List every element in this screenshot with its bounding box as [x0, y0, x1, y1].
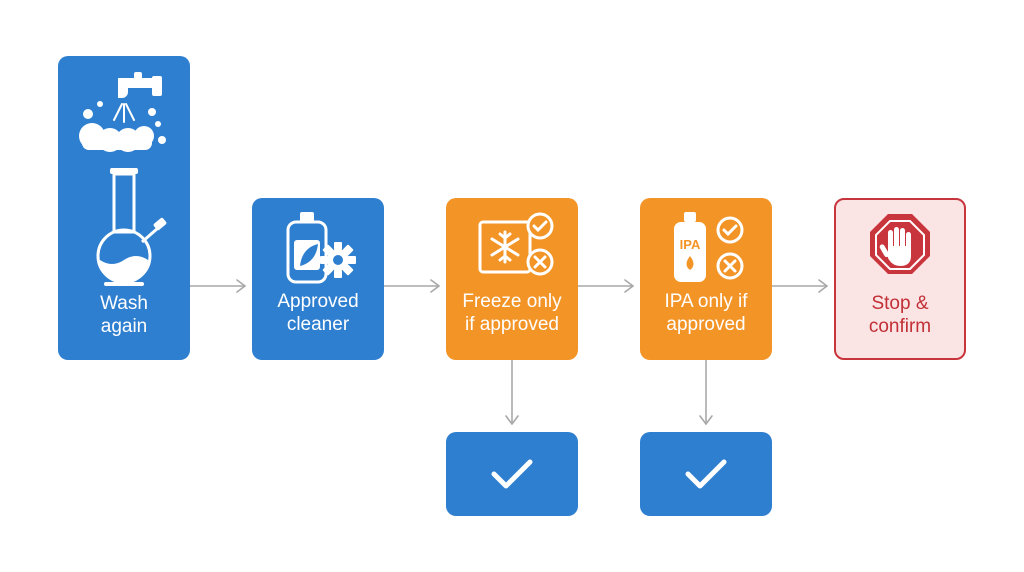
- step-label: Approved cleaner: [252, 290, 384, 336]
- check-circle-icon: [526, 212, 554, 240]
- step-label: IPA only if approved: [640, 290, 772, 336]
- stop-hand-icon: [870, 214, 930, 274]
- step-label: Stop & confirm: [836, 292, 964, 338]
- arrow-freeze-to-ipa: [577, 279, 634, 293]
- outcome-freeze-approved: [446, 432, 578, 516]
- label-line: Freeze only: [462, 291, 562, 312]
- arrow-ipa-down: [699, 359, 713, 425]
- droplet-icon: [686, 256, 694, 270]
- outcome-ipa-approved: [640, 432, 772, 516]
- snowflake-icon: [490, 230, 520, 264]
- label-line: again: [100, 316, 148, 337]
- wash-illustration: [79, 72, 167, 286]
- checkmark-icon: [685, 459, 727, 489]
- cleaner-bottle-icon: [286, 212, 328, 284]
- step-ipa: IPA IPA only if approved: [640, 198, 772, 360]
- arrow-ipa-to-stop: [771, 279, 828, 293]
- step-stop-confirm: Stop & confirm: [834, 198, 966, 360]
- ipa-illustration: IPA: [674, 212, 744, 282]
- step-wash-again: Wash again: [58, 56, 190, 360]
- step-label: Freeze only if approved: [446, 290, 578, 336]
- x-circle-icon: [716, 252, 744, 280]
- freezer-frame: [478, 220, 532, 274]
- gear-icon: [320, 242, 356, 278]
- arrow-freeze-down: [505, 359, 519, 425]
- step-approved-cleaner: Approved cleaner: [252, 198, 384, 360]
- checkmark-icon: [491, 459, 533, 489]
- stop-illustration: [870, 214, 930, 274]
- label-line: Wash: [100, 293, 148, 314]
- x-circle-icon: [526, 248, 554, 276]
- label-line: approved: [666, 314, 746, 335]
- label-line: confirm: [868, 316, 932, 337]
- leaf-icon: [300, 244, 318, 266]
- label-line: cleaner: [286, 314, 350, 335]
- water-spray: [113, 103, 135, 123]
- freeze-illustration: [478, 212, 554, 276]
- arrow-cleaner-to-freeze: [383, 279, 440, 293]
- bong-icon: [96, 168, 167, 286]
- step-freeze: Freeze only if approved: [446, 198, 578, 360]
- label-line: Approved: [277, 291, 359, 312]
- step-label: Wash again: [58, 292, 190, 338]
- arrow-wash-to-cleaner: [189, 279, 246, 293]
- label-line: Stop &: [871, 293, 929, 314]
- ipa-bottle-text: IPA: [680, 237, 701, 252]
- cleaner-illustration: [286, 212, 356, 284]
- label-line: IPA only if: [664, 291, 748, 312]
- ipa-bottle-icon: IPA: [674, 212, 706, 282]
- check-circle-icon: [716, 216, 744, 244]
- soap-bubbles-icon: [79, 101, 166, 152]
- faucet-icon: [118, 72, 162, 98]
- label-line: if approved: [464, 314, 559, 335]
